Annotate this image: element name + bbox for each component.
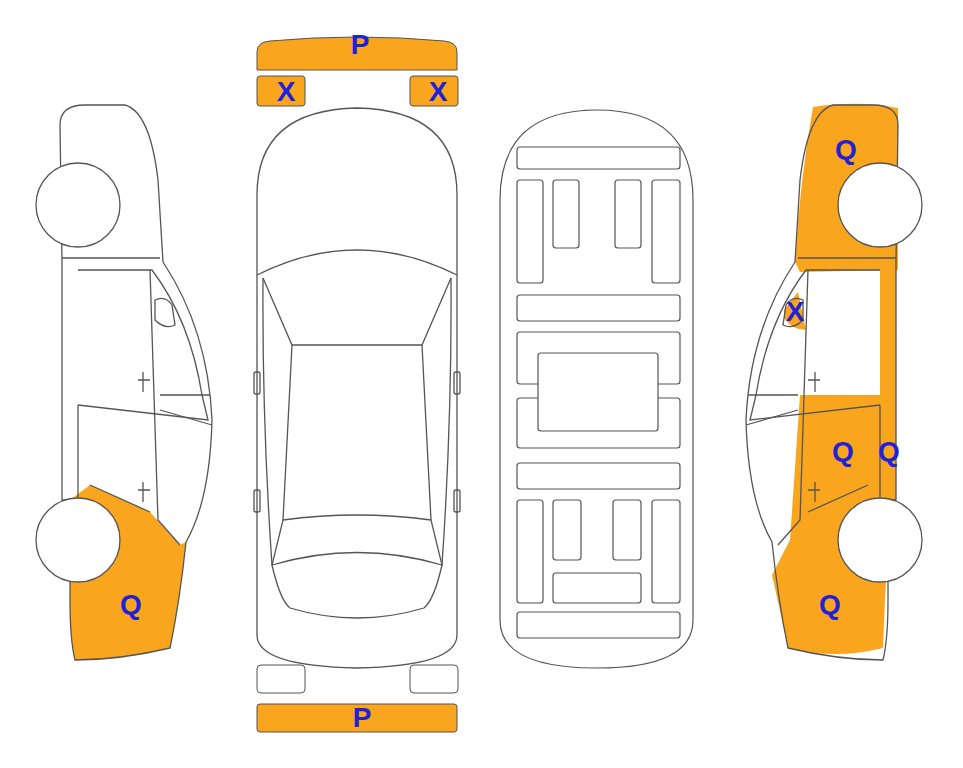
damage-code: P bbox=[351, 31, 370, 59]
damage-code: X bbox=[429, 78, 448, 106]
damage-code: Q bbox=[878, 438, 900, 466]
damage-code: Q bbox=[835, 136, 857, 164]
damage-code: Q bbox=[120, 591, 142, 619]
damage-code: Q bbox=[832, 438, 854, 466]
damage-code: Q bbox=[819, 591, 841, 619]
damage-code: P bbox=[353, 704, 372, 732]
damage-code: X bbox=[786, 298, 805, 326]
damage-code: X bbox=[277, 78, 296, 106]
